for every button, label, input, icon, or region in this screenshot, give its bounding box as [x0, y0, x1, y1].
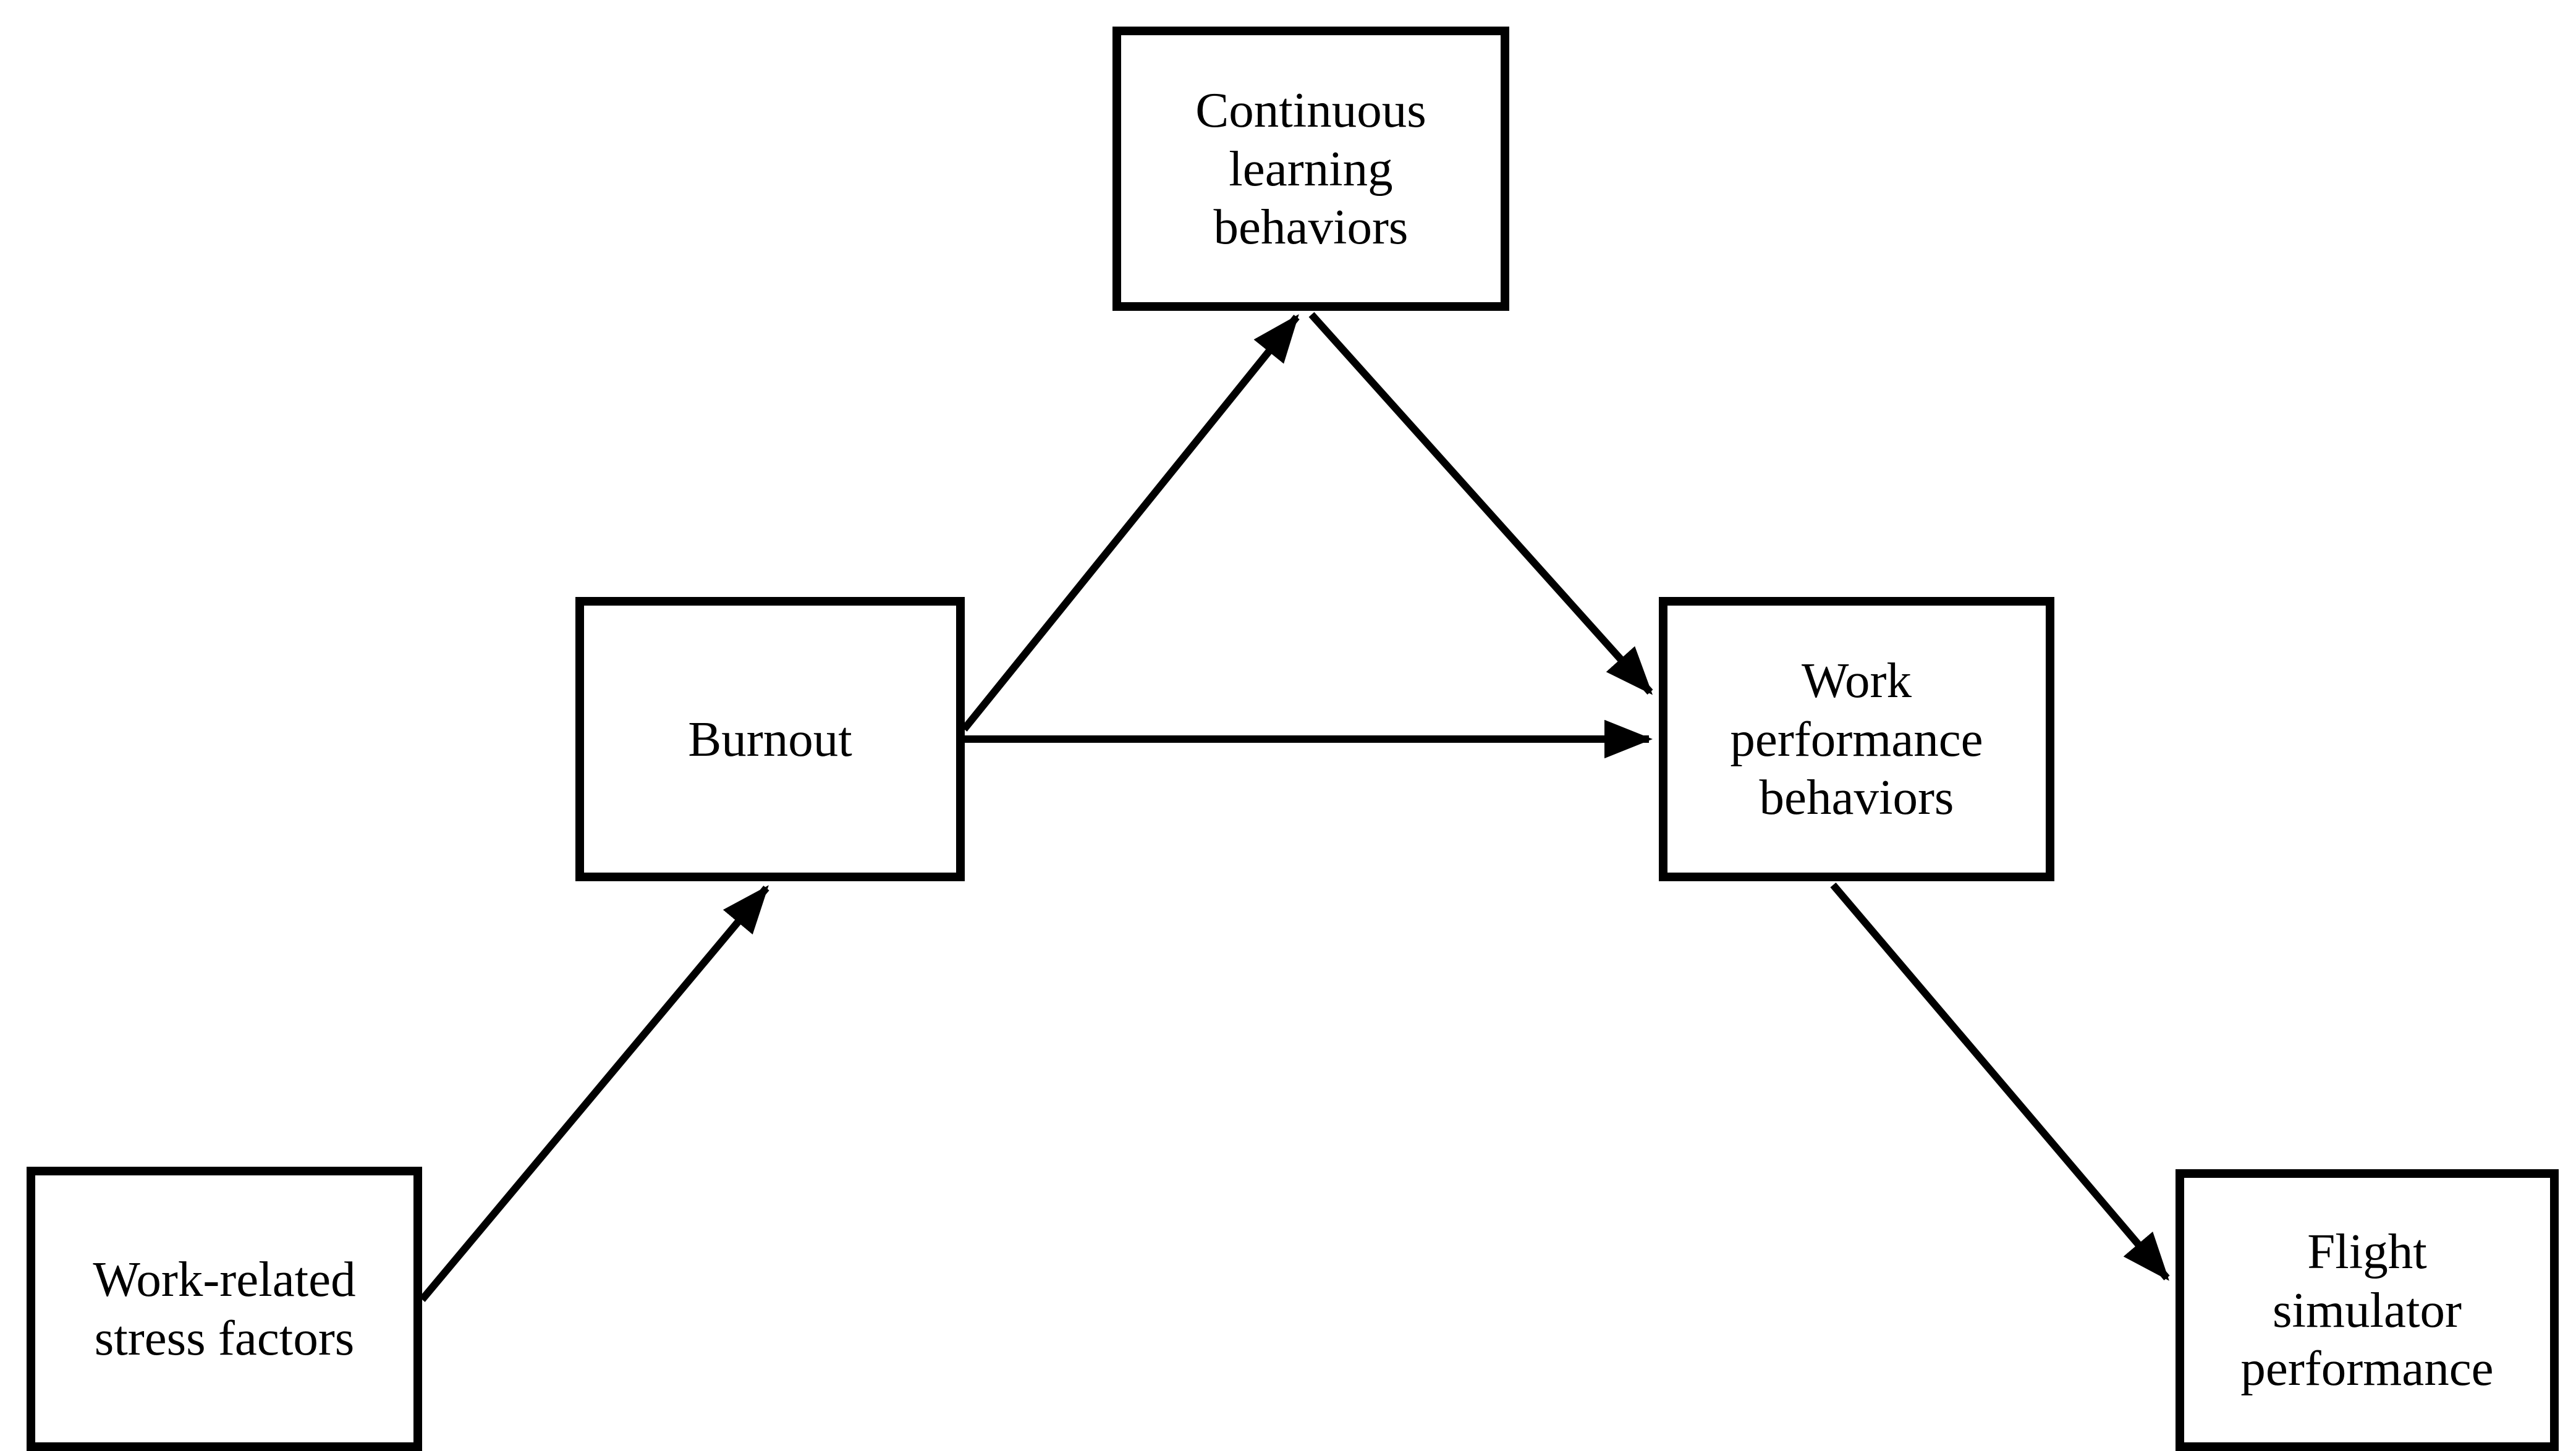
node-label-line: Flight: [2307, 1223, 2427, 1279]
arrow-continuous-learning-behaviors-to-work-performance-behaviors: [1308, 311, 1653, 695]
node-continuous-learning-behaviors: Continuous learning behaviors: [1112, 27, 1509, 311]
node-flight-simulator-performance: Flight simulator performance: [2176, 1169, 2559, 1451]
node-label-line: stress factors: [94, 1310, 355, 1366]
node-work-related-stress-factors: Work-related stress factors: [27, 1167, 422, 1451]
arrow-work-performance-behaviors-to-flight-simulator-performance: [1830, 882, 2170, 1281]
node-label-line: behaviors: [1213, 199, 1409, 255]
arrow-burnout-to-continuous-learning-behaviors: [961, 314, 1300, 732]
node-label-line: learning: [1229, 140, 1393, 197]
node-label-line: performance: [2240, 1340, 2494, 1397]
node-label-line: Work-related: [93, 1251, 356, 1308]
node-work-performance-behaviors: Work performance behaviors: [1659, 597, 2054, 881]
node-label-line: performance: [1730, 711, 1983, 767]
node-label-line: Continuous: [1195, 82, 1426, 138]
node-label-line: Work: [1802, 652, 1912, 708]
node-label-line: Burnout: [688, 711, 852, 767]
arrow-work-related-stress-factors-to-burnout: [419, 885, 769, 1302]
node-burnout: Burnout: [575, 597, 965, 881]
node-label-line: behaviors: [1759, 769, 1954, 826]
node-label-line: simulator: [2273, 1282, 2462, 1338]
